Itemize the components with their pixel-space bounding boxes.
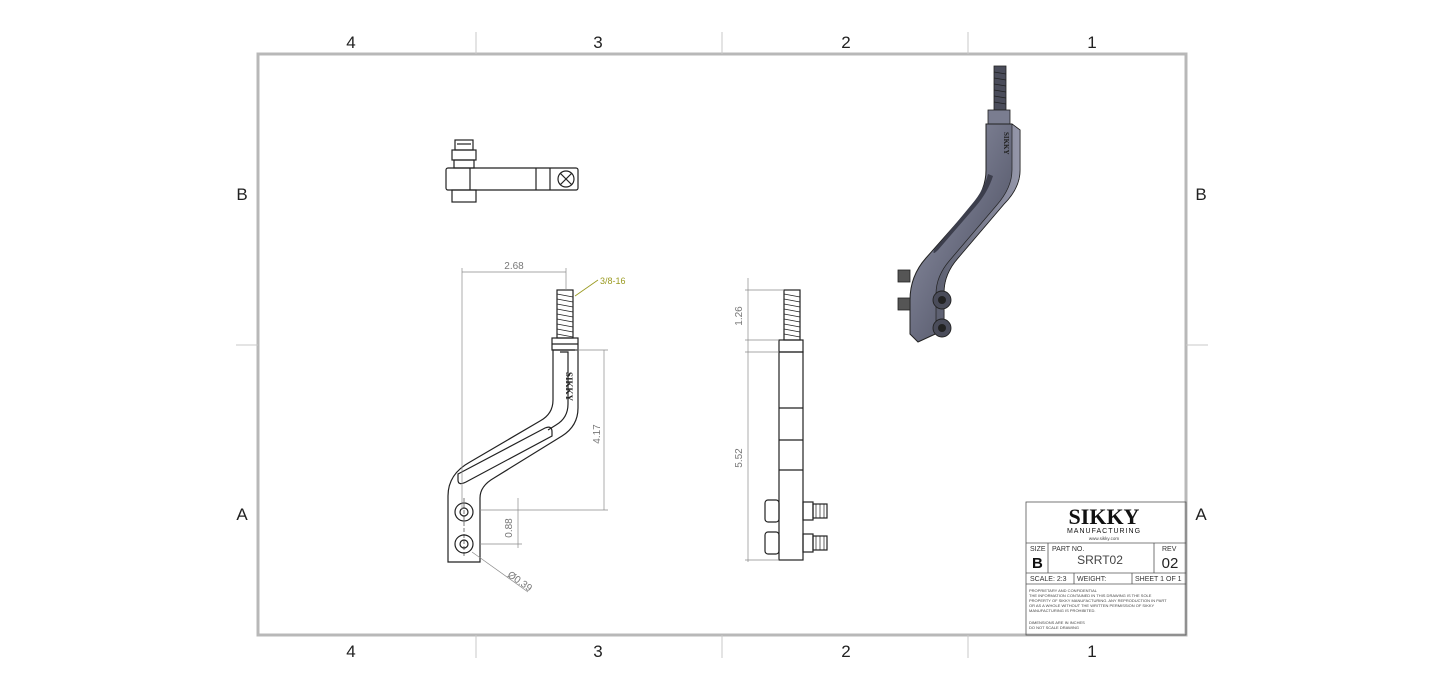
note-line: DO NOT SCALE DRAWING [1029, 625, 1079, 630]
sheet-label: SHEET 1 OF 1 [1135, 576, 1182, 583]
zone-ticks [236, 32, 1208, 658]
zone-col-2-bottom: 2 [841, 642, 850, 661]
svg-text:SIKKY: SIKKY [564, 372, 574, 402]
side-view [764, 289, 828, 561]
size-value: B [1032, 555, 1043, 572]
weight-label: WEIGHT: [1077, 576, 1106, 583]
zone-col-1-top: 1 [1087, 33, 1096, 52]
dim-height-arm: 4.17 [592, 424, 603, 444]
zone-row-a-left: A [236, 505, 248, 524]
zone-col-4-bottom: 4 [346, 642, 355, 661]
rev-value: 02 [1162, 555, 1179, 572]
dim-width-top: 2.68 [504, 261, 524, 272]
part-no-value: SRRT02 [1077, 553, 1123, 567]
dim-offset-holes: 0.88 [504, 518, 515, 538]
note-line: PROPRIETARY AND CONFIDENTIAL [1029, 588, 1098, 593]
note-line: MANUFACTURING IS PROHIBITED. [1029, 608, 1095, 613]
zone-row-a-right: A [1195, 505, 1207, 524]
rev-label: REV [1162, 546, 1177, 553]
title-block [1025, 501, 1187, 636]
top-view [445, 139, 579, 203]
thread-leader [574, 279, 599, 297]
note-line: THE INFORMATION CONTAINED IN THIS DRAWIN… [1029, 593, 1152, 598]
dim-hole-dia: Ø0.39 [505, 570, 534, 595]
note-line: PROPERTY OF SIKKY MANUFACTURING. ANY REP… [1029, 598, 1167, 603]
size-label: SIZE [1030, 546, 1046, 553]
zone-row-b-right: B [1195, 185, 1206, 204]
part-no-label: PART NO. [1052, 546, 1084, 553]
side-dimensions [745, 278, 784, 562]
dim-thread: 3/8-16 [600, 276, 626, 286]
company-url: www.sikky.com [1089, 536, 1119, 541]
isometric-view: SIKKY [897, 65, 1021, 343]
front-dimensions [461, 268, 608, 593]
zone-col-3-bottom: 3 [593, 642, 602, 661]
zone-col-3-top: 3 [593, 33, 602, 52]
zone-col-1-bottom: 1 [1087, 642, 1096, 661]
front-view: SIKKY [447, 289, 579, 563]
zone-col-4-top: 4 [346, 33, 355, 52]
company-logo-sub: MANUFACTURING [1067, 528, 1141, 535]
zone-col-2-top: 2 [841, 33, 850, 52]
scale-label: SCALE: 2:3 [1030, 576, 1067, 583]
drawing-frame [256, 52, 1188, 637]
zone-row-b-left: B [236, 185, 247, 204]
note-line: OR AS A WHOLE WITHOUT THE WRITTEN PERMIS… [1029, 603, 1155, 608]
svg-text:SIKKY: SIKKY [1002, 132, 1010, 155]
company-logo: SIKKY [1069, 504, 1140, 529]
note-line: DIMENSIONS ARE IN INCHES [1029, 620, 1085, 625]
dim-stud-length: 1.26 [734, 306, 745, 326]
dim-body-height: 5.52 [734, 448, 745, 468]
